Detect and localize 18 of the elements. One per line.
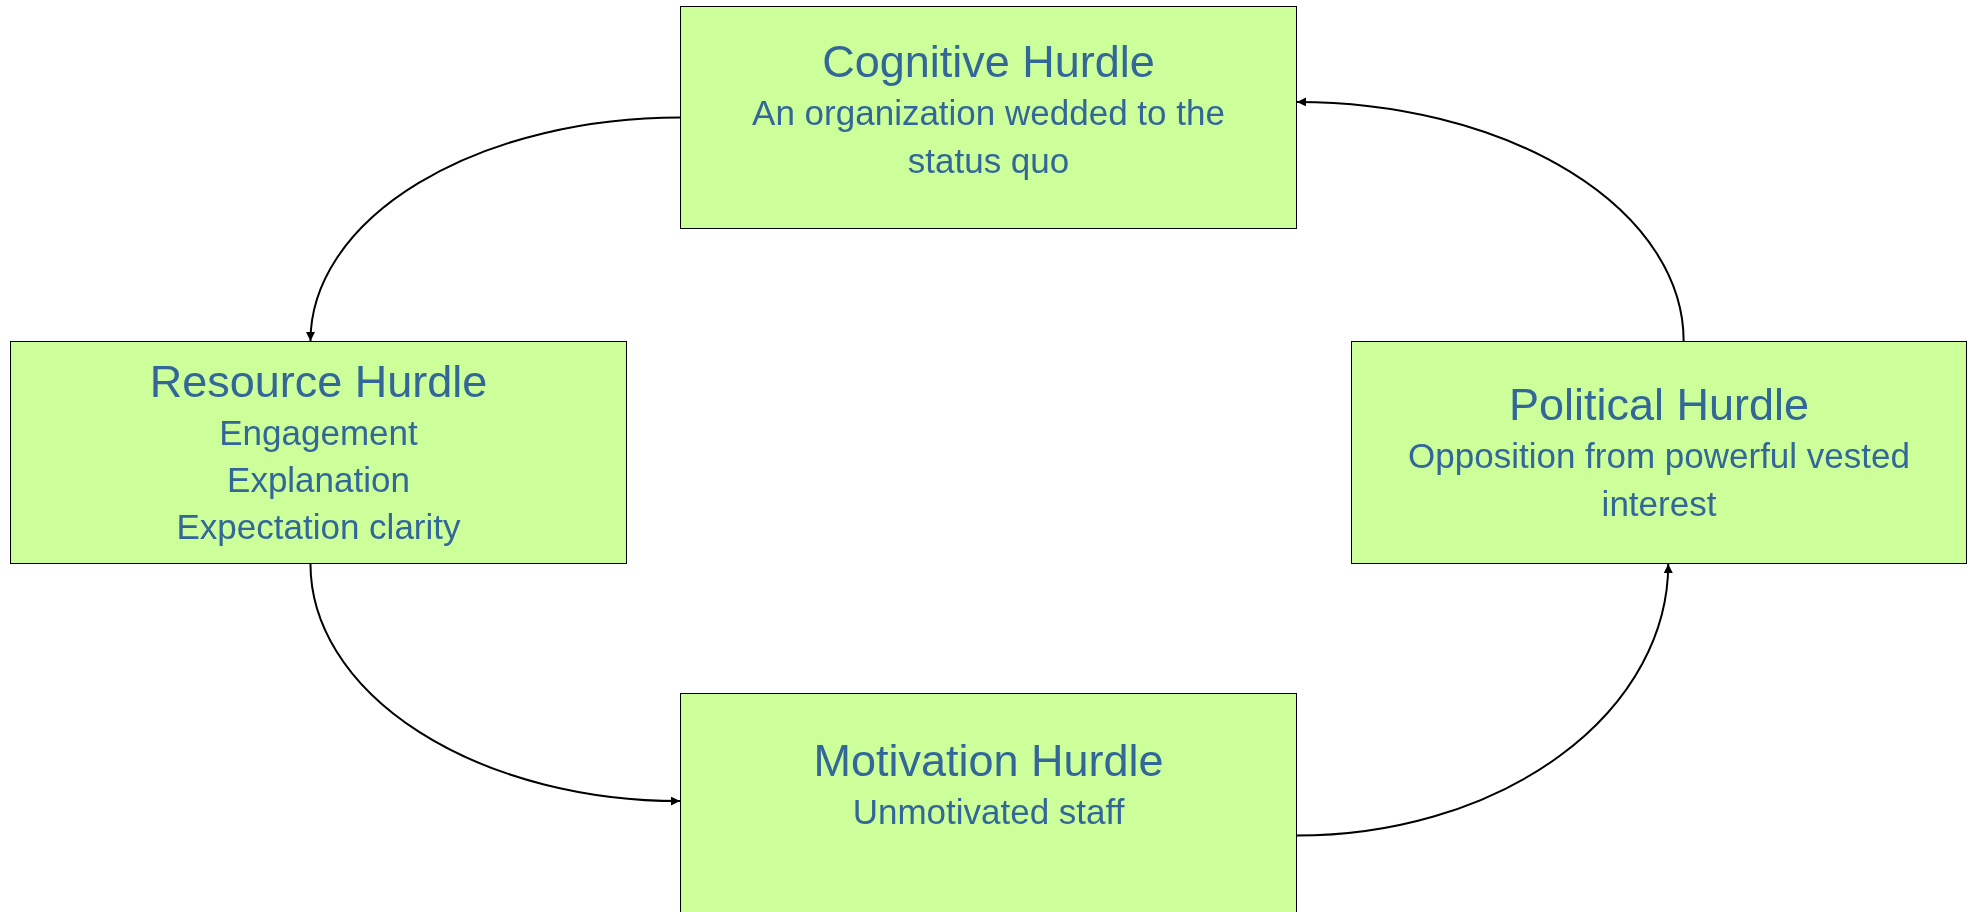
curved-arrow [309, 563, 681, 806]
process-box [10, 341, 627, 564]
curved-arrow [1296, 97, 1685, 342]
box-heading: Motivation Hurdle [813, 734, 1164, 789]
curved-arrow [306, 116, 681, 342]
process-box [680, 693, 1297, 912]
box-text: Explanation [227, 458, 410, 501]
box-heading: Resource Hurdle [149, 354, 488, 409]
box-text: Unmotivated staff [852, 791, 1125, 834]
box-text: Engagement [219, 411, 418, 454]
box-text: Expectation clarity [176, 506, 461, 549]
box-text: Opposition from powerful vested interest [1407, 435, 1911, 525]
box-text: An organization wedded to the status quo [751, 92, 1226, 182]
process-box [680, 6, 1297, 229]
box-heading: Cognitive Hurdle [822, 35, 1155, 90]
process-box [1351, 341, 1967, 564]
curved-arrow [1296, 563, 1672, 837]
box-heading: Political Hurdle [1508, 378, 1810, 433]
